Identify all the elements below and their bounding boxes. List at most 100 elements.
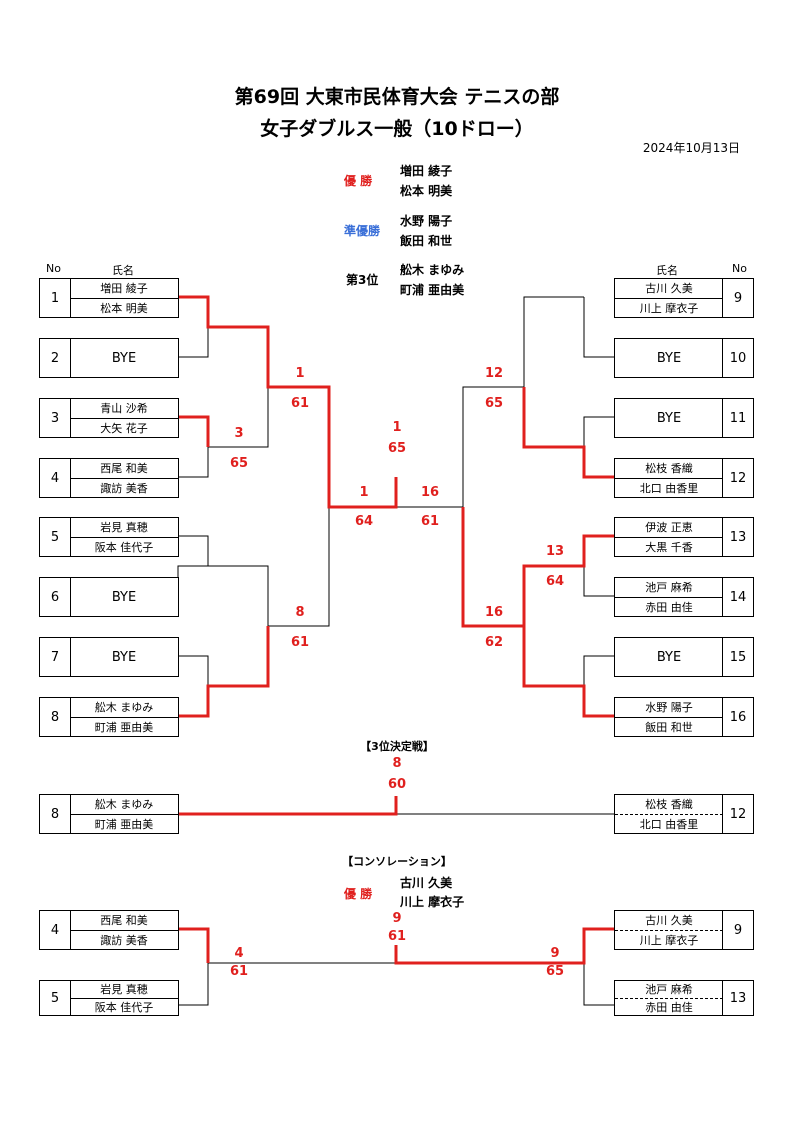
- consolation-champion-1: 古川 久美: [400, 876, 453, 890]
- consolation-left-entry-4: 4 西尾 和美諏訪 美香: [39, 910, 179, 950]
- match-score: 61: [229, 964, 249, 979]
- player-name: 諏訪 美香: [70, 930, 178, 949]
- consolation-champion-label: 優 勝: [344, 887, 373, 901]
- match-score: 65: [484, 396, 504, 411]
- player-name: 川上 摩衣子: [615, 298, 723, 317]
- third-place-score: 60: [387, 777, 407, 792]
- player-name: 西尾 和美: [100, 462, 148, 475]
- entry-number: 9: [722, 911, 753, 949]
- player-name: 北口 由香里: [615, 478, 723, 497]
- entry-number: 9: [722, 279, 753, 317]
- match-score: 61: [290, 396, 310, 411]
- match-winner: 4: [234, 946, 244, 961]
- entry-number: 13: [722, 518, 753, 556]
- left-entry-5: 5 岩見 真穂阪本 佳代子: [39, 517, 179, 557]
- player-name: 諏訪 美香: [70, 478, 178, 497]
- bye-label: BYE: [656, 649, 682, 665]
- entry-number: 8: [40, 795, 71, 833]
- right-no-header: No: [732, 262, 747, 275]
- runnerup-label: 準優勝: [344, 224, 381, 238]
- runnerup-name-1: 水野 陽子: [400, 214, 453, 228]
- consolation-right-entry-9: 古川 久美川上 摩衣子 9: [614, 910, 754, 950]
- entry-number: 15: [722, 638, 753, 676]
- entry-number: 2: [40, 339, 71, 377]
- right-entry-12: 松枝 香織北口 由香里 12: [614, 458, 754, 498]
- champion-name-2: 松本 明美: [400, 184, 453, 198]
- player-name: 松枝 香織: [645, 462, 693, 475]
- entry-number: 7: [40, 638, 71, 676]
- entry-number: 8: [40, 698, 71, 736]
- player-name: 阪本 佳代子: [70, 537, 178, 556]
- player-name: 増田 綾子: [100, 282, 148, 295]
- player-name: 町浦 亜由美: [70, 717, 178, 736]
- player-name: 伊波 正恵: [645, 521, 693, 534]
- player-name: 池戸 麻希: [645, 983, 693, 996]
- right-entry-16: 水野 陽子飯田 和世 16: [614, 697, 754, 737]
- player-name: 松本 明美: [70, 298, 178, 317]
- player-name: 西尾 和美: [100, 914, 148, 927]
- entry-number: 12: [722, 795, 753, 833]
- third-label: 第3位: [346, 273, 379, 287]
- third-place-winner: 8: [392, 756, 402, 771]
- bye-label: BYE: [111, 649, 137, 665]
- player-name: 赤田 由佳: [615, 998, 723, 1015]
- match-winner: 16: [420, 485, 440, 500]
- match-score: 64: [545, 574, 565, 589]
- player-name: 川上 摩衣子: [615, 930, 723, 949]
- left-entry-1: 1 増田 綾子松本 明美: [39, 278, 179, 318]
- player-name: 舩木 まゆみ: [94, 798, 154, 811]
- page-title: 第69回 大東市民体育大会 テニスの部: [234, 86, 560, 108]
- left-entry-8: 8 舩木 まゆみ町浦 亜由美: [39, 697, 179, 737]
- player-name: 飯田 和世: [615, 717, 723, 736]
- third-place-right-entry: 松枝 香織北口 由香里 12: [614, 794, 754, 834]
- match-score: 62: [484, 635, 504, 650]
- player-name: 岩見 真穂: [100, 983, 148, 996]
- player-name: 池戸 麻希: [645, 581, 693, 594]
- player-name: 古川 久美: [645, 282, 693, 295]
- left-name-header: 氏名: [112, 264, 134, 277]
- entry-number: 1: [40, 279, 71, 317]
- match-winner: 12: [484, 366, 504, 381]
- player-name: 舩木 まゆみ: [94, 701, 154, 714]
- bye-label: BYE: [656, 410, 682, 426]
- entry-number: 13: [722, 981, 753, 1015]
- consolation-final-winner: 9: [392, 911, 402, 926]
- bye-label: BYE: [656, 350, 682, 366]
- left-entry-3: 3 青山 沙希大矢 花子: [39, 398, 179, 438]
- player-name: 青山 沙希: [100, 402, 148, 415]
- match-score: 65: [229, 456, 249, 471]
- left-entry-4: 4 西尾 和美諏訪 美香: [39, 458, 179, 498]
- right-entry-15: BYE 15: [614, 637, 754, 677]
- consolation-left-entry-5: 5 岩見 真穂阪本 佳代子: [39, 980, 179, 1016]
- entry-number: 16: [722, 698, 753, 736]
- left-entry-6: 6 BYE: [39, 577, 179, 617]
- player-name: 町浦 亜由美: [70, 814, 178, 833]
- third-place-heading: 【3位決定戦】: [360, 740, 434, 753]
- player-name: 古川 久美: [645, 914, 693, 927]
- player-name: 大黒 千香: [615, 537, 723, 556]
- match-winner: 3: [234, 426, 244, 441]
- player-name: 大矢 花子: [70, 418, 178, 437]
- event-date: 2024年10月13日: [642, 141, 740, 155]
- player-name: 阪本 佳代子: [70, 998, 178, 1015]
- match-score: 65: [545, 964, 565, 979]
- consolation-right-entry-13: 池戸 麻希赤田 由佳 13: [614, 980, 754, 1016]
- player-name: 赤田 由佳: [615, 597, 723, 616]
- entry-number: 11: [722, 399, 753, 437]
- player-name: 松枝 香織: [645, 798, 693, 811]
- match-winner: 1: [359, 485, 369, 500]
- consolation-heading: 【コンソレーション】: [342, 855, 452, 868]
- entry-number: 12: [722, 459, 753, 497]
- match-score: 61: [290, 635, 310, 650]
- match-winner: 1: [295, 366, 305, 381]
- left-entry-2: 2 BYE: [39, 338, 179, 378]
- left-no-header: No: [46, 262, 61, 275]
- entry-number: 10: [722, 339, 753, 377]
- right-entry-9: 古川 久美川上 摩衣子 9: [614, 278, 754, 318]
- bye-label: BYE: [111, 589, 137, 605]
- champion-name-1: 増田 綾子: [400, 164, 453, 178]
- entry-number: 4: [40, 459, 71, 497]
- runnerup-name-2: 飯田 和世: [400, 234, 453, 248]
- match-winner: 13: [545, 544, 565, 559]
